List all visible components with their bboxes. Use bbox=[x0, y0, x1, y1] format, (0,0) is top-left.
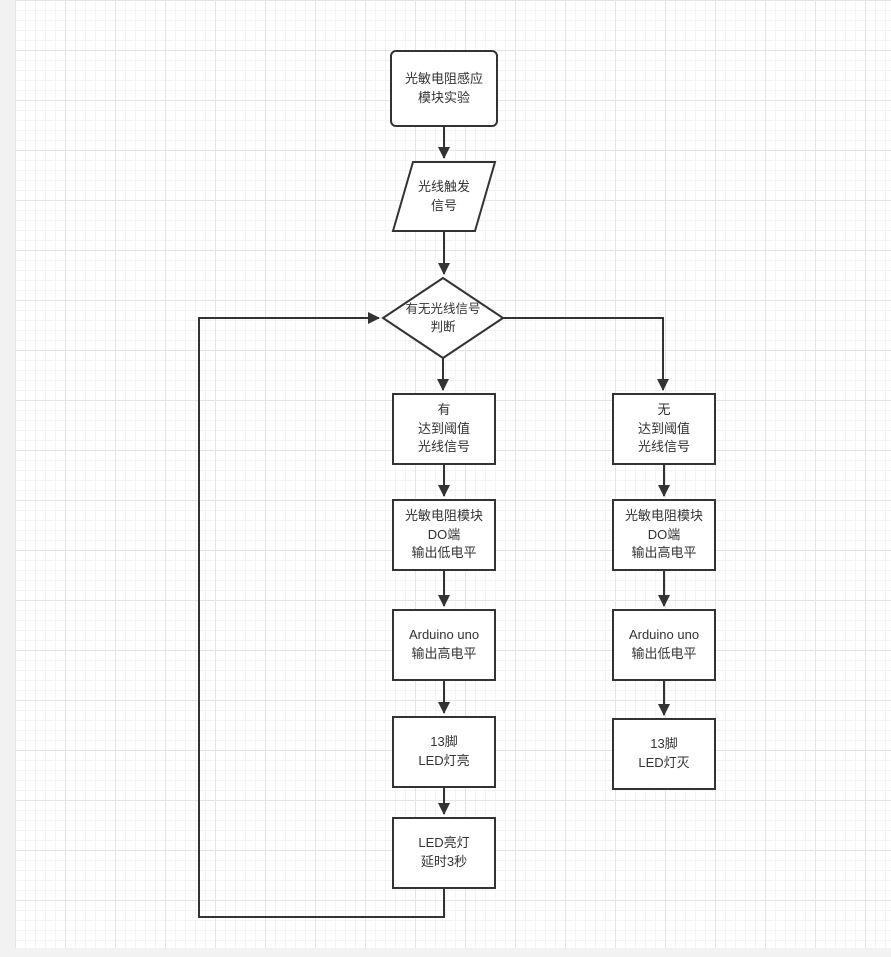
left-do-low-node-shape bbox=[392, 499, 496, 571]
left-led-delay-node-shape bbox=[392, 817, 496, 889]
connector-decision-to-right-branch bbox=[503, 317, 669, 391]
node-right-led-off[interactable]: 13脚 LED灯灭 bbox=[638, 736, 690, 770]
node-left-arduino-high[interactable]: Arduino uno 输出高电平 bbox=[408, 627, 480, 661]
node-left-do-low[interactable]: 光敏电阻模块 DO端 输出低电平 bbox=[404, 507, 483, 561]
node-left-led-delay[interactable]: LED亮灯 延时3秒 bbox=[418, 835, 470, 869]
node-light-input[interactable]: 光线触发 信号 bbox=[417, 178, 470, 213]
left-threshold-node-shape bbox=[392, 393, 496, 465]
node-left-led-on[interactable]: 13脚 LED灯亮 bbox=[418, 734, 470, 768]
right-arduino-low-node-shape bbox=[612, 609, 716, 681]
node-decision[interactable]: 有无光线信号 判断 bbox=[405, 301, 481, 334]
right-threshold-node-shape bbox=[612, 393, 716, 465]
decision-node-shape bbox=[381, 276, 505, 360]
right-do-high-node-shape bbox=[612, 499, 716, 571]
connector-loop-back-to-decision bbox=[198, 312, 445, 918]
grid-canvas bbox=[15, 0, 891, 948]
start-node-shape bbox=[390, 50, 498, 127]
node-start[interactable]: 光敏电阻感应 模块实验 bbox=[404, 70, 483, 105]
node-right-do-high[interactable]: 光敏电阻模块 DO端 输出高电平 bbox=[624, 507, 703, 561]
node-right-arduino-low[interactable]: Arduino uno 输出低电平 bbox=[628, 627, 700, 661]
left-led-on-node-shape bbox=[392, 716, 496, 788]
node-right-threshold[interactable]: 无 达到阈值 光线信号 bbox=[637, 401, 690, 455]
left-arduino-high-node-shape bbox=[392, 609, 496, 681]
right-led-off-node-shape bbox=[612, 718, 716, 790]
light-input-node-shape bbox=[391, 161, 497, 232]
node-left-threshold[interactable]: 有 达到阈值 光线信号 bbox=[417, 401, 470, 455]
